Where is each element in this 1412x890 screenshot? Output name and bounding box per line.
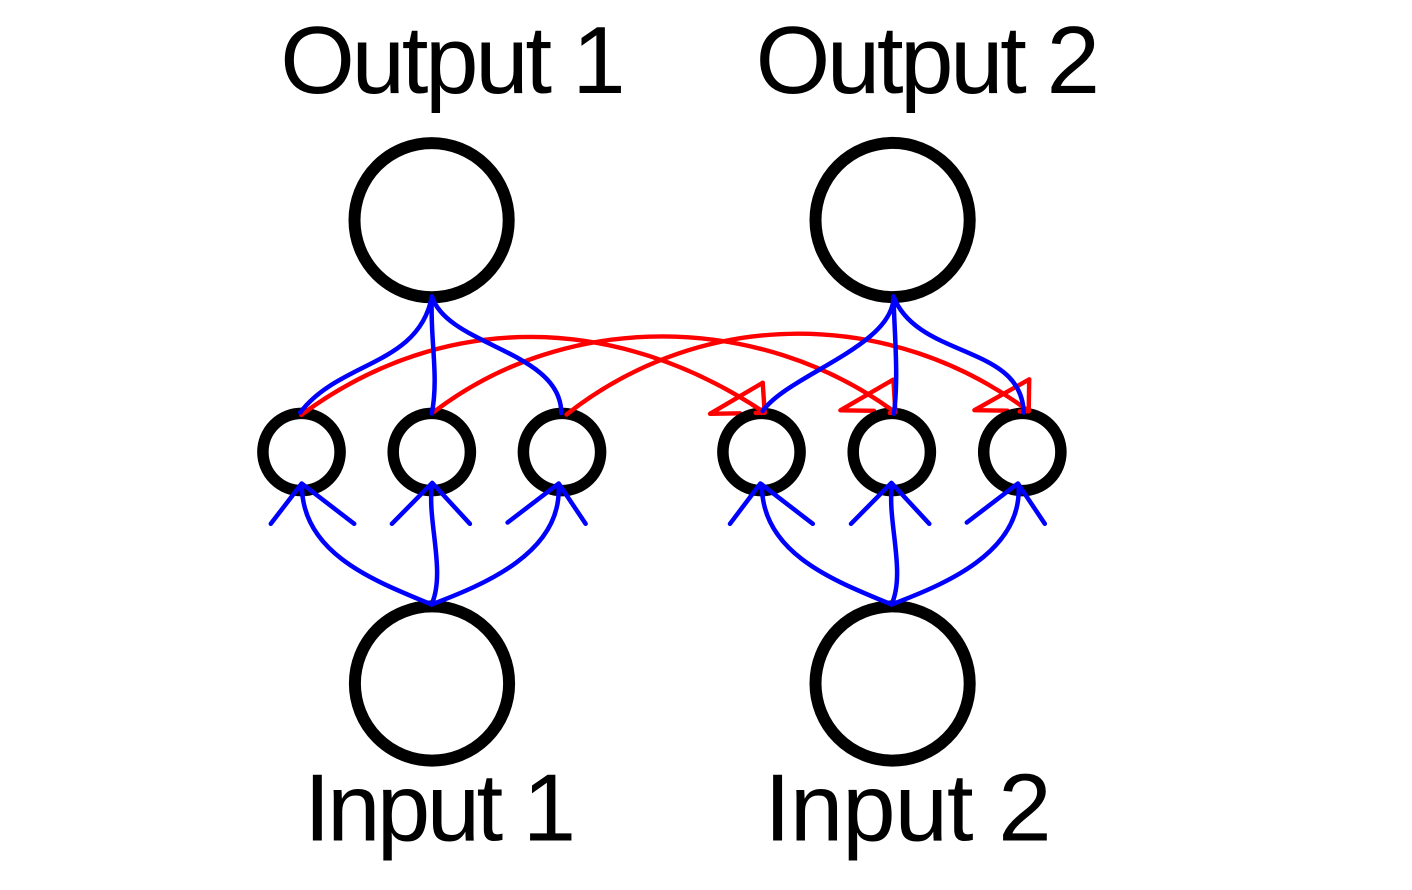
svg-text:Output 1: Output 1 [280, 7, 625, 114]
svg-text:Input 1: Input 1 [304, 754, 576, 861]
svg-text:Input 2: Input 2 [764, 754, 1051, 861]
svg-text:Output 2: Output 2 [756, 7, 1100, 114]
